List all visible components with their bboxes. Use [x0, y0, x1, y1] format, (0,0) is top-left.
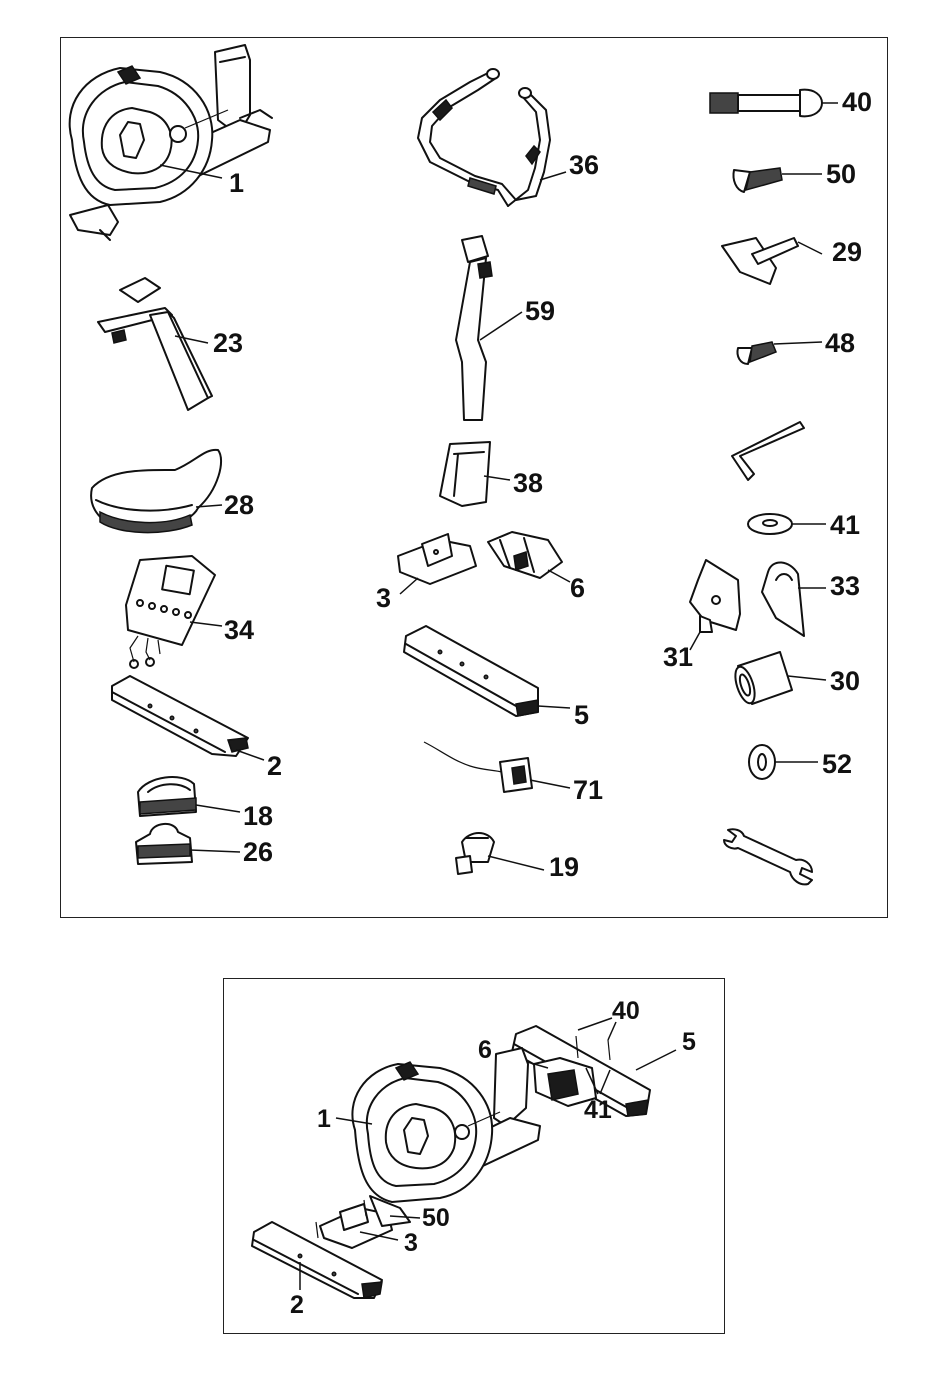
part-label-31: 31	[663, 642, 693, 672]
part-label-5: 5	[574, 700, 589, 730]
part-28-saddle: 28	[91, 450, 254, 533]
assembly-label-1: 1	[317, 1105, 331, 1133]
part-36-handlebar: 36	[418, 69, 599, 206]
part-label-3: 3	[376, 583, 391, 613]
part-label-34: 34	[224, 615, 254, 645]
part-label-28: 28	[224, 490, 254, 520]
assembly-label-6: 6	[478, 1036, 492, 1064]
part-50-screw: 50	[733, 159, 856, 192]
part-18-pedal: 18	[138, 777, 273, 831]
part-29-t-bolt: 29	[722, 237, 862, 284]
part-34-console: 34	[126, 556, 254, 668]
part-label-52: 52	[822, 749, 852, 779]
part-38-post-cover: 38	[440, 442, 543, 506]
part-label-30: 30	[830, 666, 860, 696]
part-label-71: 71	[573, 775, 603, 805]
part-label-23: 23	[213, 328, 243, 358]
assembly-label-5: 5	[682, 1028, 696, 1056]
part-30-bushing: 30	[732, 652, 861, 706]
part-3-bracket: 3	[376, 534, 476, 613]
part-label-6: 6	[570, 573, 585, 603]
part-5-rear-stabilizer: 5	[404, 626, 589, 730]
part-71-power-adapter: 71	[424, 742, 603, 805]
part-19-tension-knob: 19	[456, 833, 579, 882]
part-label-29: 29	[832, 237, 862, 267]
assembly-label-3: 3	[404, 1229, 418, 1257]
part-label-48: 48	[825, 328, 855, 358]
allen-key-tool	[732, 422, 804, 480]
assembly-label-41: 41	[584, 1096, 612, 1124]
part-2-front-stabilizer: 2	[112, 676, 282, 781]
assembly-label-2: 2	[290, 1291, 304, 1319]
part-label-19: 19	[549, 852, 579, 882]
part-label-41: 41	[830, 510, 860, 540]
part-label-50: 50	[826, 159, 856, 189]
assembly-diagram: 40 5 6 41 1 50 3	[252, 997, 696, 1319]
part-label-36: 36	[569, 150, 599, 180]
part-23-seat-post: 23	[98, 278, 243, 410]
part-40-bolt: 40	[710, 87, 872, 117]
part-label-18: 18	[243, 801, 273, 831]
part-1-main-frame: 1	[70, 45, 272, 240]
part-52-ring: 52	[749, 745, 852, 779]
part-label-59: 59	[525, 296, 555, 326]
assembly-label-50: 50	[422, 1204, 450, 1232]
part-48-screw: 48	[737, 328, 855, 364]
assembly-label-40: 40	[612, 997, 640, 1025]
part-59-handlebar-post: 59	[456, 236, 555, 420]
part-label-40: 40	[842, 87, 872, 117]
part-33-cover: 33	[762, 562, 860, 636]
part-label-1: 1	[229, 168, 244, 198]
part-label-26: 26	[243, 837, 273, 867]
part-label-2: 2	[267, 751, 282, 781]
open-wrench-tool	[724, 829, 812, 884]
part-41-washer: 41	[748, 510, 860, 540]
part-label-38: 38	[513, 468, 543, 498]
part-6-bracket: 6	[488, 532, 585, 603]
part-label-33: 33	[830, 571, 860, 601]
part-31-cover: 31	[663, 560, 740, 672]
